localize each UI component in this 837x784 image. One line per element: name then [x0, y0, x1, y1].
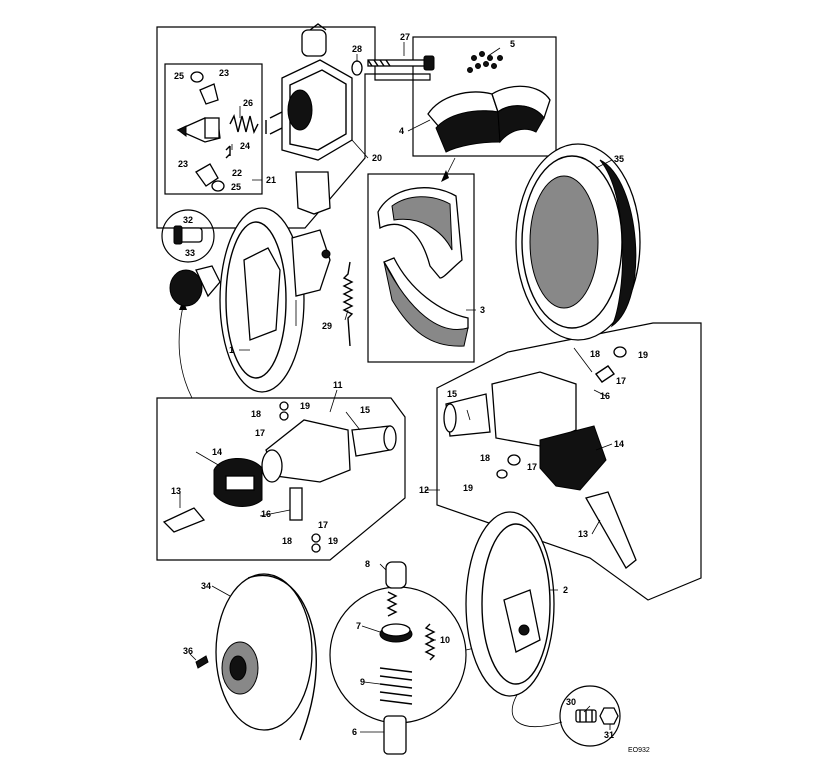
callout-15: 15 [360, 405, 370, 415]
callout-14: 14 [614, 439, 624, 449]
sleeve-6-icon [383, 715, 407, 755]
frame-detail-connector [161, 209, 215, 263]
callout-25: 25 [174, 71, 184, 81]
callout-30: 30 [566, 697, 576, 707]
callout-1: 1 [229, 345, 234, 355]
expander-unit-12-icon [443, 346, 637, 569]
brake-drum-35-icon [515, 143, 641, 341]
callout-18: 18 [251, 409, 261, 419]
callout-3: 3 [480, 305, 485, 315]
frame-wheel-cylinder-assembly [156, 26, 431, 229]
callout-36: 36 [183, 646, 193, 656]
drawing-reference: EO932 [628, 747, 650, 754]
callout-13: 13 [171, 486, 181, 496]
callout-19: 19 [463, 483, 473, 493]
callout-7: 7 [356, 621, 361, 631]
callout-35: 35 [614, 154, 624, 164]
callout-33: 33 [185, 248, 195, 258]
wheel-cylinder-20-icon [265, 23, 353, 215]
callout-17: 17 [527, 462, 537, 472]
leaders [179, 42, 613, 733]
callout-19: 19 [328, 536, 338, 546]
washer-28-icon [351, 60, 363, 76]
callout-20: 20 [372, 153, 382, 163]
callout-16: 16 [261, 509, 271, 519]
frame-expander-front [436, 322, 702, 601]
screw-36-icon [195, 655, 209, 669]
callout-17: 17 [255, 428, 265, 438]
callout-18: 18 [590, 349, 600, 359]
callout-13: 13 [578, 529, 588, 539]
callout-11: 11 [333, 380, 343, 390]
callout-28: 28 [352, 44, 362, 54]
arrow-head-lining [441, 170, 449, 182]
callout-16: 16 [600, 391, 610, 401]
rivets-5-icon [467, 51, 503, 73]
back-plate-1-icon [219, 207, 331, 393]
link-expander-to-plug [178, 305, 193, 399]
callout-34: 34 [201, 581, 211, 591]
back-plate-2-icon [465, 511, 555, 697]
callout-22: 22 [232, 168, 242, 178]
link-plate-to-bolt [511, 689, 563, 728]
callout-25: 25 [231, 182, 241, 192]
brake-shoe-3-icon [377, 187, 469, 347]
callout-23: 23 [219, 68, 229, 78]
frame-detail-bolt-nut [559, 685, 621, 747]
spring-9-icon [379, 667, 413, 705]
callout-21: 21 [266, 175, 276, 185]
brake-linings-4-icon [427, 85, 551, 153]
spring-29-icon [342, 261, 354, 347]
frame-expander-rear [156, 397, 406, 561]
bleed-plug-icon [169, 265, 221, 307]
callout-10: 10 [440, 635, 450, 645]
callout-19: 19 [638, 350, 648, 360]
callout-24: 24 [240, 141, 250, 151]
callout-9: 9 [360, 677, 365, 687]
callout-12: 12 [419, 485, 429, 495]
frame-shoe-pair [367, 173, 475, 363]
callout-27: 27 [400, 32, 410, 42]
callout-19: 19 [300, 401, 310, 411]
callout-18: 18 [480, 453, 490, 463]
connector-32-33-icon [173, 225, 203, 245]
callout-17: 17 [616, 376, 626, 386]
callout-32: 32 [183, 215, 193, 225]
hub-drum-34-icon [215, 573, 317, 741]
frame-inset-cylinder-parts [164, 63, 263, 195]
callout-8: 8 [365, 559, 370, 569]
callout-2: 2 [563, 585, 568, 595]
callout-17: 17 [318, 520, 328, 530]
callout-31: 31 [604, 730, 614, 740]
callout-18: 18 [282, 536, 292, 546]
expander-unit-11-icon [162, 401, 397, 553]
callout-15: 15 [447, 389, 457, 399]
bolt-27-icon [367, 55, 435, 71]
callout-6: 6 [352, 727, 357, 737]
spring-26-icon [229, 113, 259, 135]
callout-14: 14 [212, 447, 222, 457]
spring-10-icon [424, 623, 436, 661]
callout-5: 5 [510, 39, 515, 49]
callout-23: 23 [178, 159, 188, 169]
adjuster-wheel-7-icon [379, 623, 413, 643]
callout-29: 29 [322, 321, 332, 331]
piston-seal-parts-icon [176, 71, 231, 192]
adjuster-screw-8-icon [385, 561, 407, 617]
bolt-nut-30-31-icon [575, 707, 619, 725]
frame-lining-kit [412, 36, 557, 157]
callout-4: 4 [399, 126, 404, 136]
callout-26: 26 [243, 98, 253, 108]
